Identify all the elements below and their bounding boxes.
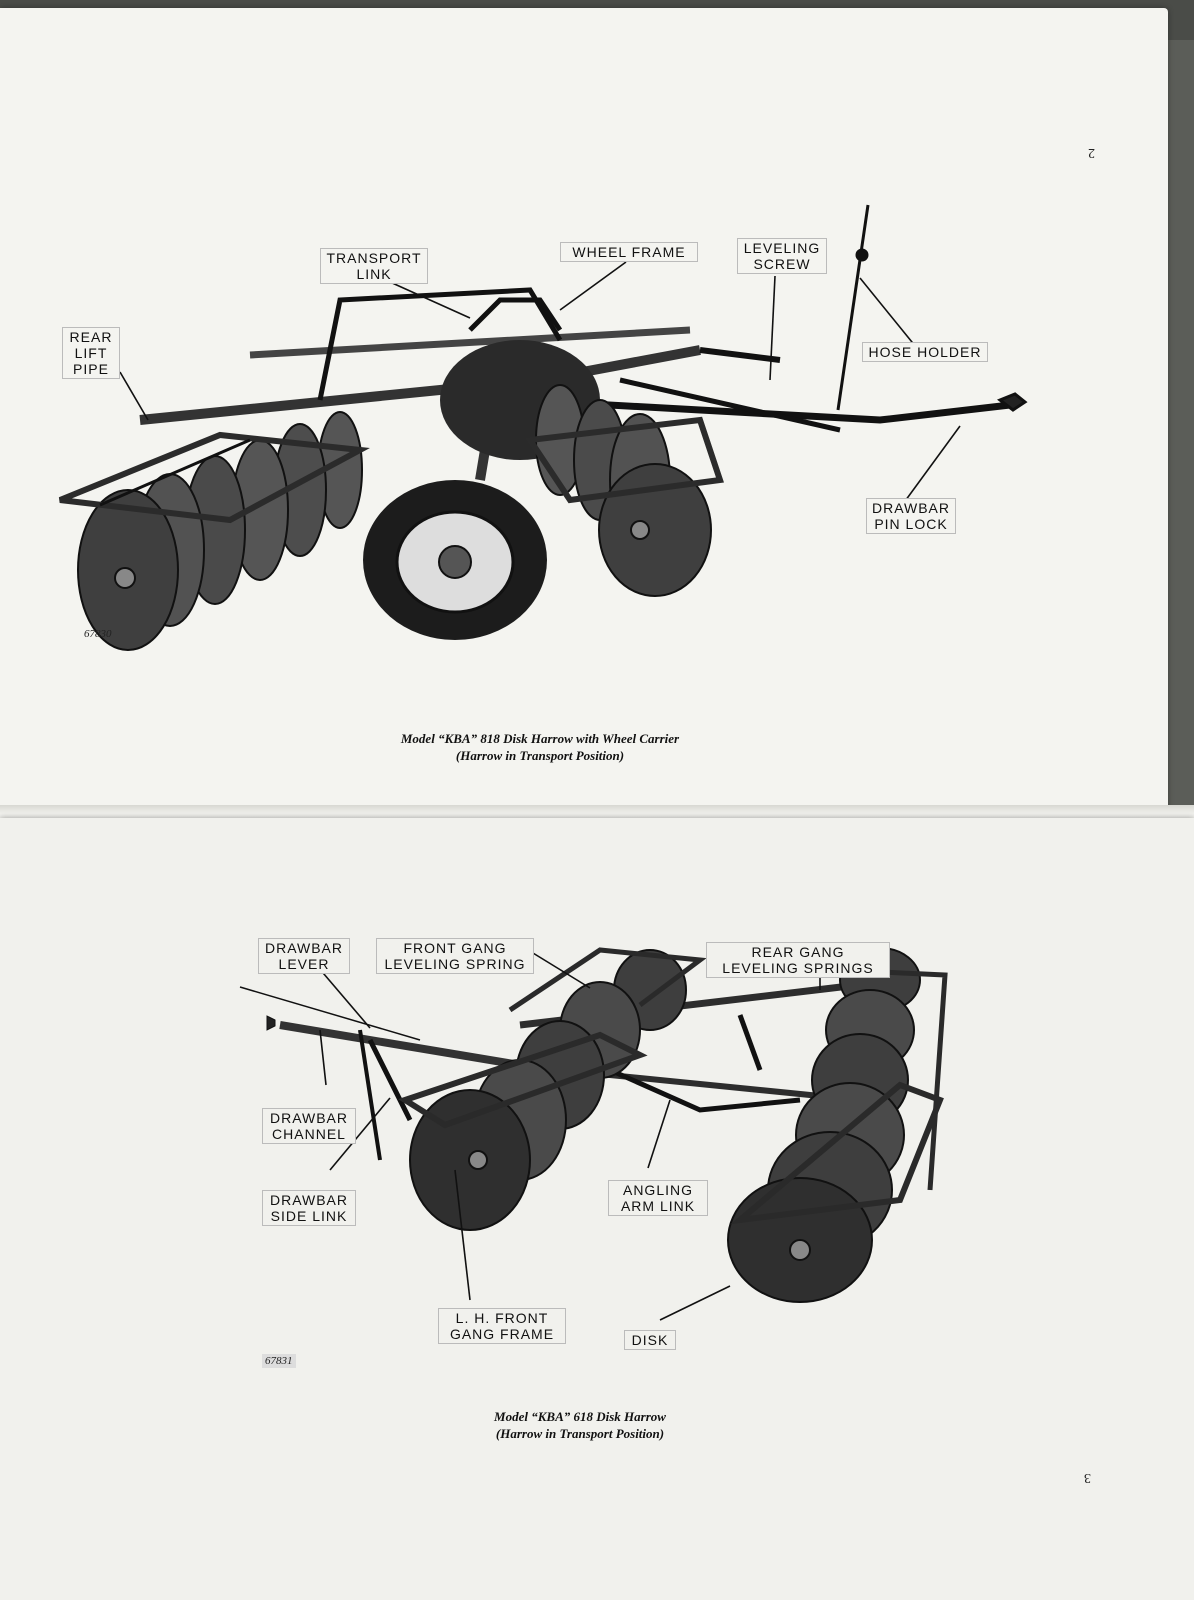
label-disk: DISK bbox=[624, 1330, 676, 1350]
label-hose-holder: HOSE HOLDER bbox=[862, 342, 988, 362]
label-wheel-frame: WHEEL FRAME bbox=[560, 242, 698, 262]
caption-top: Model “KBA” 818 Disk Harrow with Wheel C… bbox=[300, 730, 780, 764]
harrow-818-illustration bbox=[58, 204, 1028, 651]
figure-number-67831: 67831 bbox=[262, 1354, 296, 1368]
figure-number-67830: 67830 bbox=[84, 628, 112, 640]
caption-top-subtitle: (Harrow in Transport Position) bbox=[455, 748, 625, 763]
label-rear-lift-pipe: REAR LIFT PIPE bbox=[62, 327, 120, 379]
caption-top-title: Model “KBA” 818 Disk Harrow with Wheel C… bbox=[400, 731, 680, 746]
label-angling-arm-link: ANGLING ARM LINK bbox=[608, 1180, 708, 1216]
label-drawbar-channel: DRAWBAR CHANNEL bbox=[262, 1108, 356, 1144]
harrow-618-illustration bbox=[239, 941, 948, 1321]
manual-page-3 bbox=[0, 818, 1194, 1600]
caption-bottom-subtitle: (Harrow in Transport Position) bbox=[495, 1426, 665, 1441]
label-front-gang-leveling-spring: FRONT GANG LEVELING SPRING bbox=[376, 938, 534, 974]
label-drawbar-pin-lock: DRAWBAR PIN LOCK bbox=[866, 498, 956, 534]
caption-bottom: Model “KBA” 618 Disk Harrow (Harrow in T… bbox=[420, 1408, 740, 1442]
page-number-bottom: 3 bbox=[1084, 1470, 1091, 1485]
label-drawbar-lever: DRAWBAR LEVER bbox=[258, 938, 350, 974]
label-transport-link: TRANSPORT LINK bbox=[320, 248, 428, 284]
label-lh-front-gang-frame: L. H. FRONT GANG FRAME bbox=[438, 1308, 566, 1344]
caption-bottom-title: Model “KBA” 618 Disk Harrow bbox=[494, 1409, 666, 1424]
label-rear-gang-leveling-springs: REAR GANG LEVELING SPRINGS bbox=[706, 942, 890, 978]
label-leveling-screw: LEVELING SCREW bbox=[737, 238, 827, 274]
label-drawbar-side-link: DRAWBAR SIDE LINK bbox=[262, 1190, 356, 1226]
